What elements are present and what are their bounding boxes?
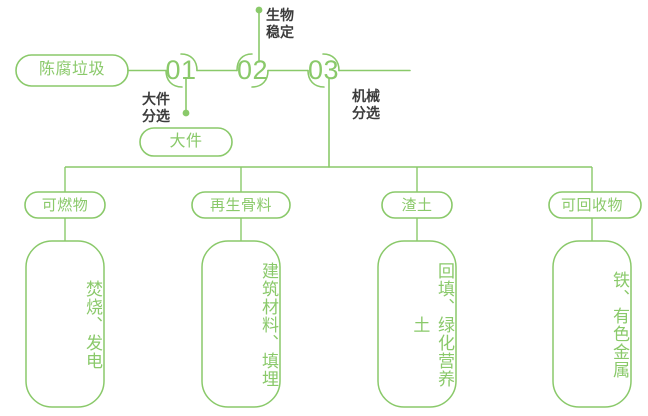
stage-note-02-line2: 稳定 [266,24,294,41]
detail-text-3: 回填、绿化营养土 [410,262,454,388]
stage-note-01: 大件 分选 [132,91,180,125]
stage-number-01: 01 [165,55,197,85]
stage-number-02: 02 [236,55,269,85]
output-capsule-label-3: 渣土 [401,197,433,214]
stage-note-02-line1: 生物 [266,7,294,23]
stage-number-03: 03 [307,55,340,85]
output-capsule-label-4: 可回收物 [560,197,624,214]
arc-02-right [251,69,269,88]
stage-note-02: 生物 稳定 [266,7,316,41]
output-capsule-label-1: 可燃物 [41,197,89,214]
arc-01-right [180,53,198,72]
daijian-capsule-shape [139,127,233,157]
detail-text-2: 建筑材料、填埋 [259,262,278,388]
stage-01-output-label: 大件 [169,133,203,150]
arc-03-left [307,69,325,88]
source-node-label: 陈腐垃圾 [38,61,106,78]
detail-box-3-shape [377,240,457,408]
node-dot-biostable [255,6,263,14]
arc-02-left [236,53,253,72]
arc-01-left [165,69,183,88]
stage-note-03-line1: 机械 [352,88,380,104]
output-capsule-4-shape [548,191,642,219]
detail-text-4: 铁、有色金属 [610,271,629,379]
stage-note-01-line1: 大件 [142,91,170,107]
detail-box-2-shape [201,240,281,408]
output-capsule-label-2: 再生骨料 [209,197,273,214]
stage-note-03-line2: 分选 [352,105,380,122]
node-dot-daijian [182,109,190,117]
detail-text-1: 焚烧、发电 [83,280,102,370]
detail-box-1-shape [25,240,105,408]
arc-03-right [322,53,340,72]
stage-note-01-line2: 分选 [142,108,170,125]
detail-box-4-shape [552,240,632,408]
stage-note-03: 机械 分选 [352,88,402,122]
